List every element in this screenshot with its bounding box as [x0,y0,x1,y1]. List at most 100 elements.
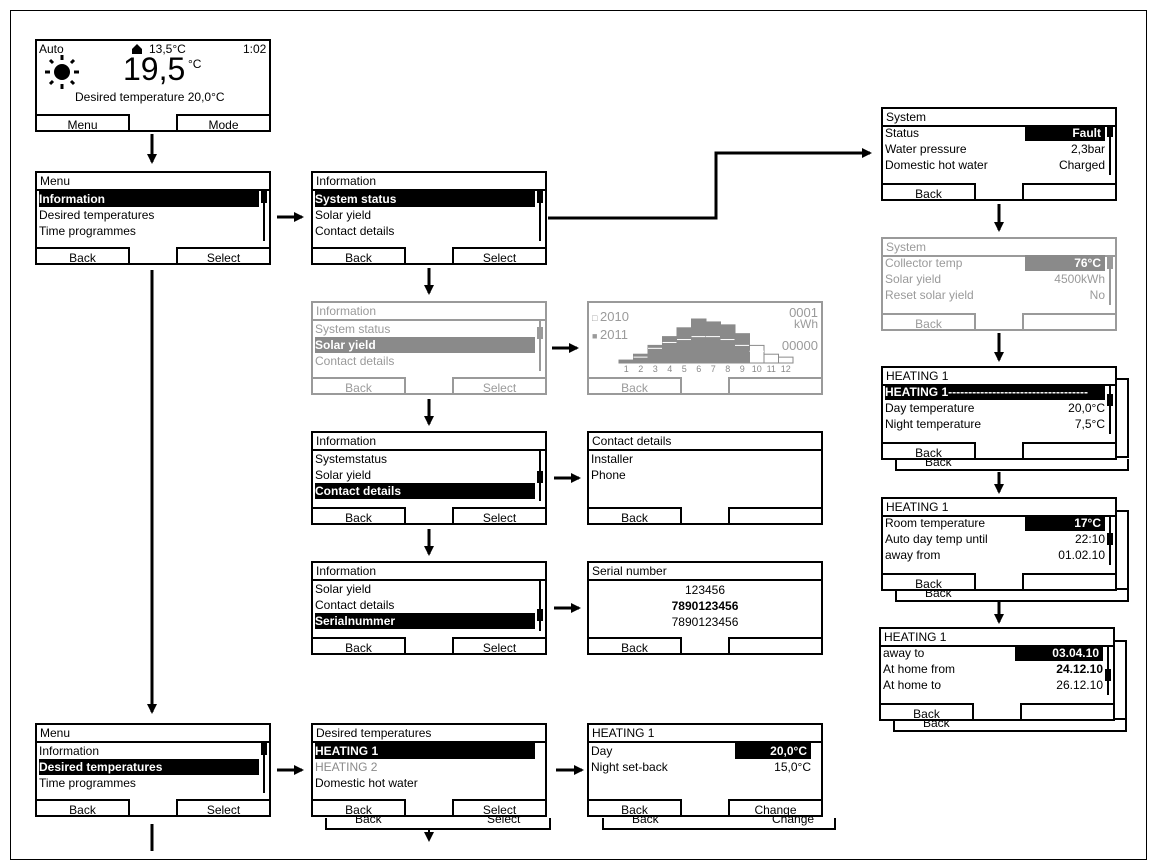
scrollbar-thumb[interactable] [1107,394,1113,406]
blank-button[interactable] [1022,442,1117,460]
scrollbar-thumb[interactable] [1107,125,1113,137]
select-button[interactable]: Select [452,247,547,265]
back-button[interactable]: Back [35,799,130,817]
blank-button[interactable] [728,377,823,395]
legend-2010-icon: □ [592,313,598,323]
blank-button[interactable] [728,637,823,655]
back-button[interactable]: Back [587,637,682,655]
back-button[interactable]: Back [587,799,682,817]
row-value-collector-temp[interactable]: 76°C [1025,255,1105,271]
menu-item-desired-temperatures[interactable]: Desired temperatures [39,208,155,222]
blank-button[interactable] [1022,573,1117,591]
scrollbar[interactable] [263,743,265,793]
menu-button[interactable]: Menu [35,114,130,132]
menu-item-contact-details[interactable]: Contact details [315,483,535,499]
row-value-away-to[interactable]: 03.04.10 [1015,645,1103,661]
back-button[interactable]: Back [311,799,406,817]
scrollbar-thumb[interactable] [1105,669,1111,681]
row-label-domestic-hot-water: Domestic hot water [885,158,988,172]
legend-2011-icon: ■ [592,331,598,341]
menu-item-solar-yield[interactable]: Solar yield [315,582,372,596]
scrollbar[interactable] [1109,125,1111,175]
blank-button[interactable] [728,507,823,525]
menu-item-solar-yield[interactable]: Solar yield [315,468,372,482]
panel-title: Contact details [589,433,821,451]
menu-item-system-status[interactable]: System status [315,322,391,336]
row-value-day-temperature[interactable]: 20,0°C [1068,401,1105,415]
select-button[interactable]: Select [452,799,547,817]
blank-button[interactable] [1022,313,1117,331]
select-button[interactable]: Select [176,799,271,817]
row-value-day[interactable]: 20,0°C [735,743,811,759]
menu-item-desired-temperatures[interactable]: Desired temperatures [39,759,259,775]
menu-item-domestic-hot-water[interactable]: Domestic hot water [315,776,418,790]
back-button[interactable]: Back [311,637,406,655]
scrollbar-thumb[interactable] [537,471,543,483]
row-value-room-temperature[interactable]: 17°C [1025,515,1105,531]
row-value-night-set-back[interactable]: 15,0°C [774,760,811,774]
row-value-away-from[interactable]: 01.02.10 [1058,548,1105,562]
scrollbar-thumb[interactable] [537,191,543,203]
scrollbar-thumb[interactable] [537,609,543,621]
scrollbar[interactable] [1109,255,1111,305]
scrollbar-thumb[interactable] [537,327,543,339]
row-value-status[interactable]: Fault [1025,125,1105,141]
x-tick-label: 9 [740,364,745,374]
menu-item-heating-1[interactable]: HEATING 1 [315,743,535,759]
row-value-night-temperature[interactable]: 7,5°C [1074,417,1105,431]
menu-item-contact-details[interactable]: Contact details [315,354,395,368]
select-button[interactable]: Select [452,507,547,525]
scrollbar-thumb[interactable] [261,191,267,203]
heating-1-day-screen: HEATING 1 Day 20,0°C Night set-back 15,0… [587,723,823,817]
change-button[interactable]: Change [728,799,823,817]
back-button[interactable]: Back [881,183,976,201]
select-button[interactable]: Select [452,637,547,655]
scrollbar-thumb[interactable] [1107,257,1113,269]
menu-item-time-programmes[interactable]: Time programmes [39,224,136,238]
back-button[interactable]: Back [311,377,406,395]
stack-bracket [1115,640,1127,720]
menu-item-systemstatus[interactable]: Systemstatus [315,452,388,466]
back-button[interactable]: Back [35,247,130,265]
menu-item-contact-details[interactable]: Contact details [315,598,395,612]
menu-item-heating-2[interactable]: HEATING 2 [315,760,378,774]
row-value-at-home-from[interactable]: 24.12.10 [1056,662,1103,676]
back-button[interactable]: Back [311,507,406,525]
select-button[interactable]: Select [176,247,271,265]
scrollbar[interactable] [263,191,265,241]
menu-item-information[interactable]: Information [39,191,259,207]
back-button[interactable]: Back [587,377,682,395]
chart-top-value: 0001 [789,305,818,320]
back-button[interactable]: Back [881,313,976,331]
sun-icon [45,55,79,92]
heating-1-header-row[interactable]: HEATING 1-------------------------------… [885,384,1105,400]
back-button[interactable]: Back [881,573,976,591]
row-value-auto-day-temp-until[interactable]: 22:10 [1074,532,1105,546]
scrollbar[interactable] [1109,384,1111,434]
row-label-night-temperature: Night temperature [885,417,982,431]
menu-item-solar-yield[interactable]: Solar yield [315,337,535,353]
scrollbar-thumb[interactable] [261,743,267,755]
menu-item-solar-yield[interactable]: Solar yield [315,208,372,222]
menu-item-serialnummer[interactable]: Serialnummer [315,613,535,629]
scrollbar[interactable] [539,321,541,371]
back-button[interactable]: Back [881,442,976,460]
menu-item-information[interactable]: Information [39,744,100,758]
menu-item-time-programmes[interactable]: Time programmes [39,776,136,790]
select-button[interactable]: Select [452,377,547,395]
back-button[interactable]: Back [311,247,406,265]
row-value-water-pressure: 2,3bar [1070,142,1105,156]
back-button[interactable]: Back [879,703,974,721]
row-value-at-home-to[interactable]: 26.12.10 [1056,678,1103,692]
scrollbar-thumb[interactable] [1107,533,1113,545]
menu-item-contact-details[interactable]: Contact details [315,224,395,238]
bar-2011-month-12 [778,356,794,364]
blank-button[interactable] [1022,183,1117,201]
menu-item-system-status[interactable]: System status [315,191,535,207]
panel-title: HEATING 1 [589,725,821,743]
back-button[interactable]: Back [587,507,682,525]
scrollbar[interactable] [539,581,541,631]
mode-button[interactable]: Mode [176,114,271,132]
blank-button[interactable] [1020,703,1115,721]
scrollbar[interactable] [539,191,541,241]
